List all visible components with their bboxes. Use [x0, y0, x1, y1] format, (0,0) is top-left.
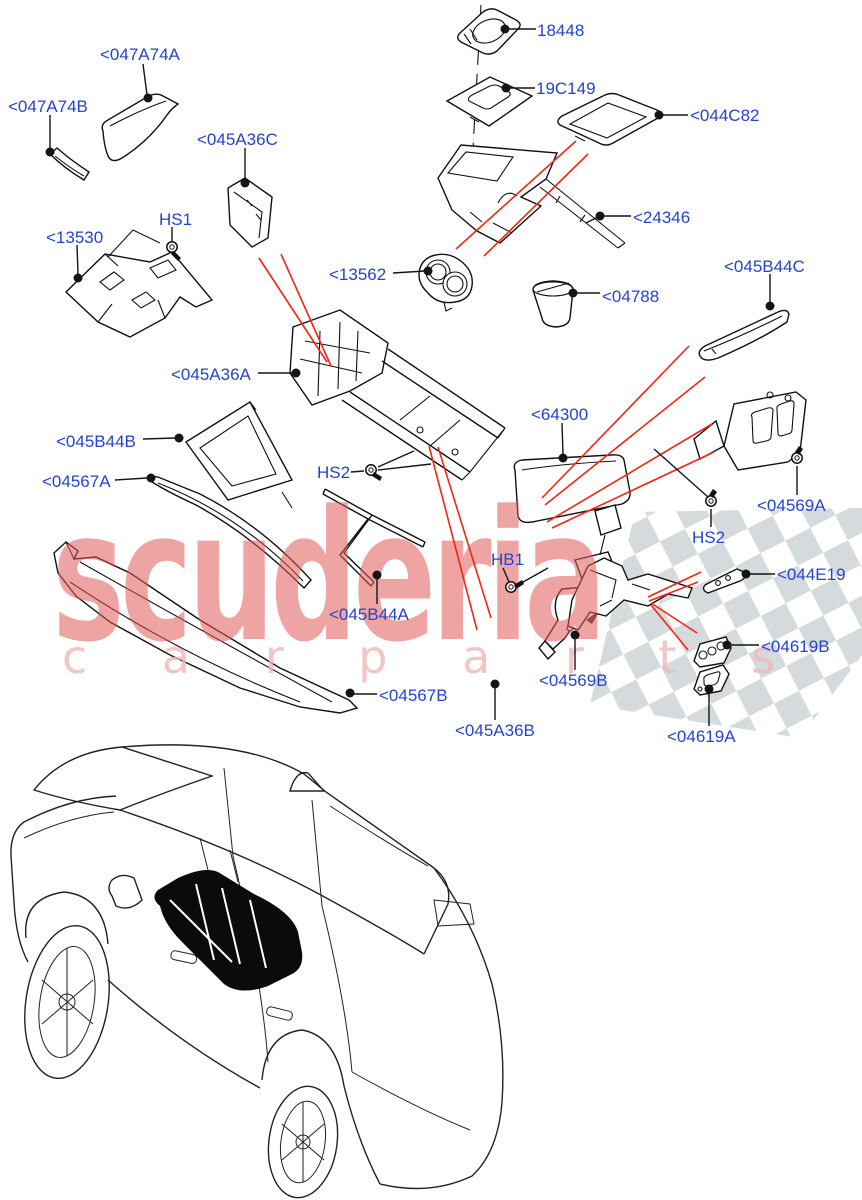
red-locator-lines [258, 140, 715, 651]
vehicle-illustration [10, 744, 504, 1199]
part-045A36A-art [289, 309, 506, 481]
part-04619A-art [693, 664, 730, 696]
part-label-18448[interactable]: 18448 [537, 21, 585, 40]
part-label-045A36B[interactable]: <045A36B [455, 721, 535, 740]
console-top-panel-art [437, 144, 626, 249]
bolt-04569a-icon [791, 446, 803, 464]
part-label-04788[interactable]: <04788 [602, 287, 660, 306]
part-label-HS1[interactable]: HS1 [159, 210, 193, 229]
part-047A74A-art [101, 93, 180, 162]
part-label-045B44C[interactable]: <045B44C [724, 257, 805, 276]
part-label-HB1[interactable]: HB1 [491, 550, 525, 569]
part-044C82-art [557, 92, 661, 146]
part-label-64300[interactable]: <64300 [531, 405, 589, 424]
part-label-045B44A[interactable]: <045B44A [329, 605, 409, 624]
part-label-04567A[interactable]: <04567A [42, 472, 111, 491]
part-045B44B-art [184, 401, 294, 509]
part-13562-art [418, 253, 473, 312]
part-04788-art [532, 280, 574, 328]
part-label-04569A[interactable]: <04569A [757, 496, 826, 515]
part-label-047A74A[interactable]: <047A74A [100, 45, 180, 64]
bolt-icons [166, 241, 803, 593]
part-04619B-art [693, 636, 732, 668]
part-label-HS2-a[interactable]: HS2 [317, 463, 351, 482]
part-label-HS2-b[interactable]: HS2 [692, 528, 726, 547]
part-04569A-art [693, 391, 807, 471]
part-label-04569B[interactable]: <04569B [539, 671, 608, 690]
part-label-04619B[interactable]: <04619B [761, 637, 830, 656]
part-label-045A36C[interactable]: <045A36C [197, 130, 278, 149]
part-label-04567B[interactable]: <04567B [379, 686, 448, 705]
part-045B44A-art [322, 488, 426, 587]
part-04569B-art [567, 557, 693, 631]
bolt-hb1-icon [505, 580, 524, 593]
checkered-flag [590, 508, 862, 738]
leader-lines [49, 28, 798, 726]
part-label-13562[interactable]: <13562 [329, 265, 387, 284]
part-label-04619A[interactable]: <04619A [667, 727, 736, 746]
part-04567A-art [150, 476, 312, 590]
bolt-hs1-icon [166, 241, 181, 261]
part-label-24346[interactable]: <24346 [633, 208, 691, 227]
part-label-044C82[interactable]: <044C82 [690, 106, 760, 125]
bolt-hs2-right-icon [705, 489, 717, 507]
part-label-19C149[interactable]: 19C149 [536, 79, 596, 98]
part-18448-art [457, 8, 521, 55]
part-label-047A74B[interactable]: <047A74B [8, 97, 88, 116]
part-label-13530[interactable]: <13530 [46, 228, 104, 247]
part-label-045B44B[interactable]: <045B44B [56, 432, 136, 451]
part-13530-art [64, 229, 214, 338]
part-04567B-art [53, 541, 359, 714]
leader-dots [45, 24, 775, 698]
part-label-044E19[interactable]: <044E19 [777, 565, 846, 584]
part-19C149-art [445, 76, 534, 127]
part-045B44C-art [698, 309, 790, 361]
part-label-045A36A[interactable]: <045A36A [171, 365, 251, 384]
console-highlight [154, 870, 303, 991]
part-047A74B-art [48, 147, 90, 181]
bolt-hs2-left-icon [365, 464, 382, 481]
